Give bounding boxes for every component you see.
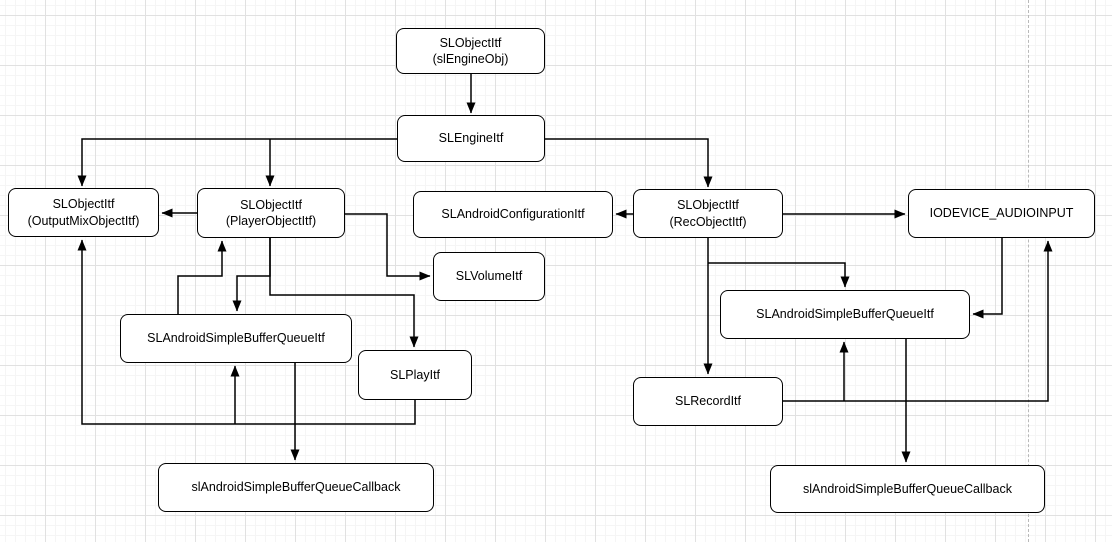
node-record-itf[interactable]: SLRecordItf — [633, 377, 783, 426]
node-volume-itf[interactable]: SLVolumeItf — [433, 252, 545, 301]
page-boundary-line — [1028, 0, 1029, 542]
node-player-object[interactable]: SLObjectItf (PlayerObjectItf) — [197, 188, 345, 238]
node-outputmix-object[interactable]: SLObjectItf (OutputMixObjectItf) — [8, 188, 159, 237]
node-buffer-queue-callback-right[interactable]: slAndroidSimpleBufferQueueCallback — [770, 465, 1045, 513]
node-buffer-queue-itf-right[interactable]: SLAndroidSimpleBufferQueueItf — [720, 290, 970, 339]
node-android-config-itf[interactable]: SLAndroidConfigurationItf — [413, 191, 613, 238]
node-rec-object[interactable]: SLObjectItf (RecObjectItf) — [633, 189, 783, 238]
edge-engine-itf-to-rec-object — [545, 138, 713, 188]
edge-record-itf-to-iodevice-audioinput — [783, 240, 1053, 402]
edge-player-object-to-volume-itf — [345, 213, 431, 281]
edge-buffer-queue-itf-left-to-player-object — [177, 240, 227, 314]
edge-rec-object-to-buffer-queue-itf-right — [708, 262, 850, 288]
node-buffer-queue-itf-left[interactable]: SLAndroidSimpleBufferQueueItf — [120, 314, 352, 363]
node-buffer-queue-callback-left[interactable]: slAndroidSimpleBufferQueueCallback — [158, 463, 434, 512]
edge-player-object-to-play-itf — [269, 238, 419, 348]
node-iodevice-audioinput[interactable]: IODEVICE_AUDIOINPUT — [908, 189, 1095, 238]
edge-player-object-to-buffer-queue-itf-left — [232, 238, 271, 312]
edge-iodevice-audioinput-to-buffer-queue-itf-right — [972, 238, 1003, 319]
node-play-itf[interactable]: SLPlayItf — [358, 350, 472, 400]
node-engine-itf[interactable]: SLEngineItf — [397, 115, 545, 162]
edge-play-itf-to-outputmix-object — [77, 239, 416, 425]
edge-engine-itf-to-outputmix-object — [77, 138, 397, 187]
edge-group — [77, 74, 1053, 463]
node-engine-object[interactable]: SLObjectItf (slEngineObj) — [396, 28, 545, 74]
